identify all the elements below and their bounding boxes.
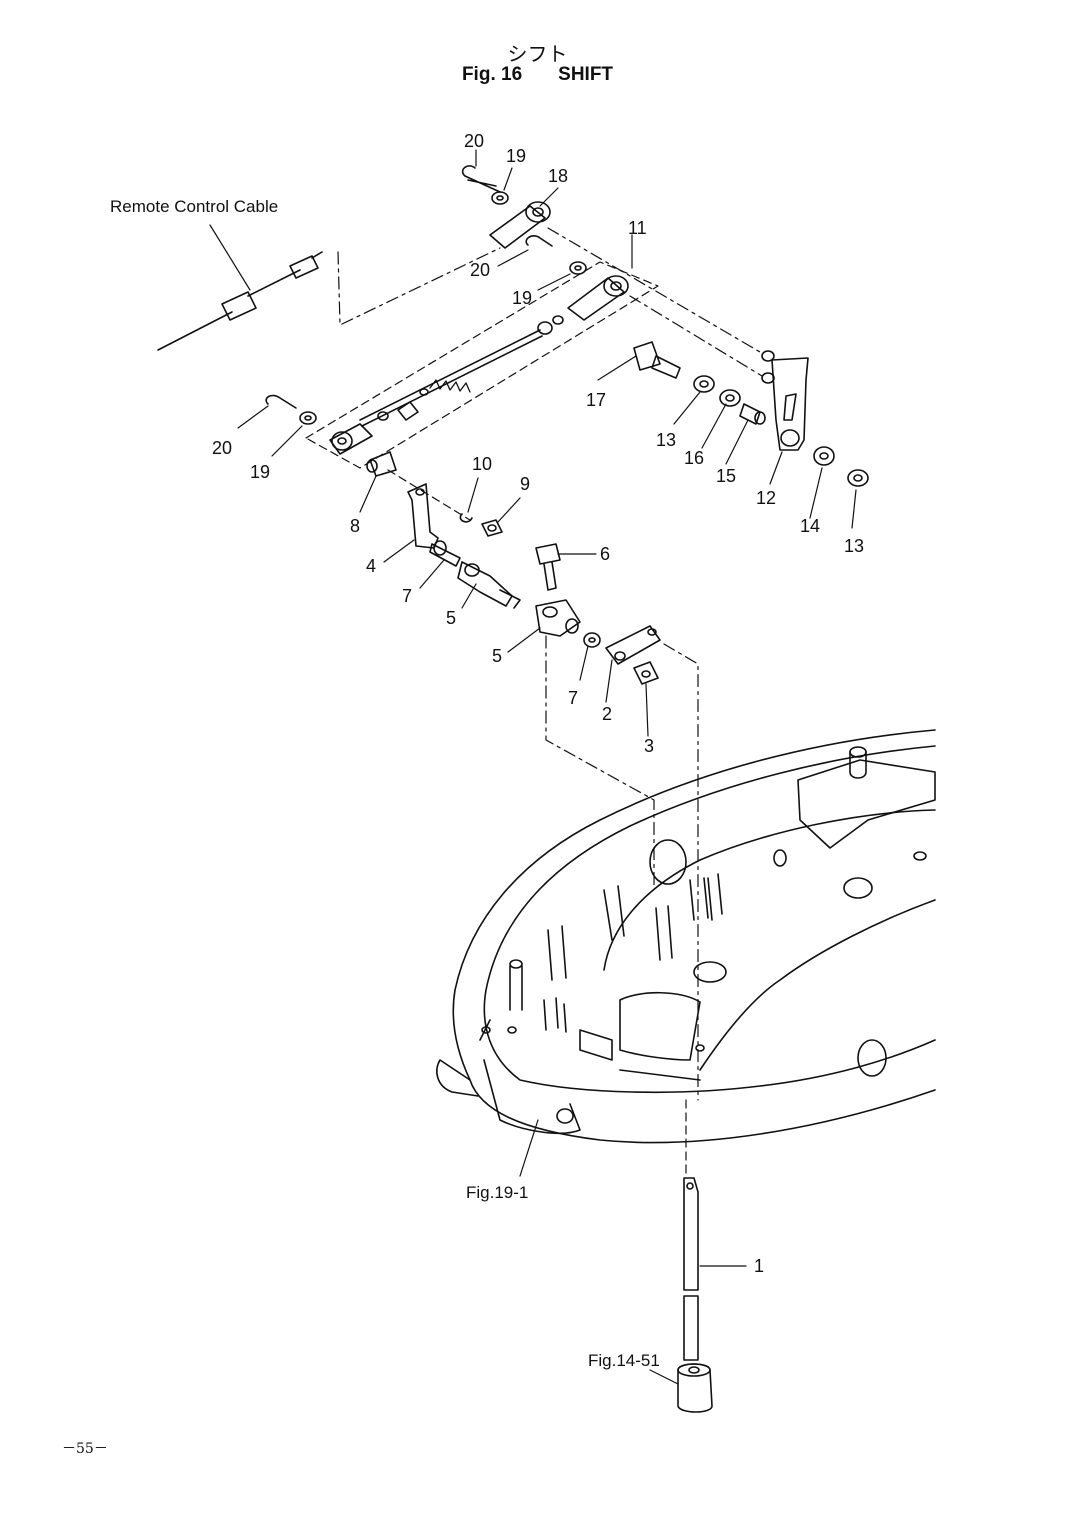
fig19-reference-label: Fig.19-1 — [466, 1183, 528, 1202]
part-number-4: 4 — [366, 556, 376, 576]
page-number: －55－ — [62, 1441, 108, 1457]
part-number-9: 9 — [520, 474, 530, 494]
phantom-line-lever-1 — [547, 227, 761, 353]
joint-5-lower — [535, 599, 581, 637]
rod-end-mid — [567, 275, 629, 321]
part-number-20-left: 20 — [212, 438, 232, 458]
rod-bushing — [377, 401, 419, 421]
part-number-8: 8 — [350, 516, 360, 536]
part-number-20-top: 20 — [464, 131, 484, 151]
washer-left — [299, 411, 317, 425]
phantom-line-joint-down — [545, 635, 655, 889]
part-number-11: 11 — [628, 218, 647, 238]
phantom-line-cable — [337, 247, 501, 326]
part-number-17: 17 — [586, 390, 606, 410]
threaded-rod — [359, 321, 553, 427]
part-number-12: 12 — [756, 488, 776, 508]
rod-washer — [419, 388, 429, 396]
part-number-18: 18 — [548, 166, 568, 186]
phantom-line-plate-down — [663, 643, 699, 1101]
collar-15 — [739, 403, 766, 425]
part-number-13-lower: 13 — [844, 536, 864, 556]
figure-title: SHIFT — [558, 64, 614, 85]
link-plate-2 — [605, 625, 661, 665]
part-number-20-mid: 20 — [470, 260, 490, 280]
bushing-14 — [813, 446, 835, 466]
remote-control-cable-label: Remote Control Cable — [110, 197, 278, 216]
part-number-13-upper: 13 — [656, 430, 676, 450]
part-number-7-lower: 7 — [568, 688, 578, 708]
rod-nut — [552, 315, 564, 325]
shift-rod — [683, 1177, 699, 1361]
rod-end-top — [489, 201, 551, 249]
part-number-6: 6 — [600, 544, 610, 564]
pin-8 — [366, 451, 397, 477]
nut-3 — [633, 661, 659, 685]
washer-16 — [719, 389, 741, 407]
washer-13-lower — [847, 469, 869, 487]
washer-7 — [583, 632, 601, 648]
phantom-line-lever-2 — [629, 295, 763, 377]
shaft-7 — [429, 540, 461, 567]
clip-mid — [525, 235, 553, 247]
part-number-19-top: 19 — [506, 146, 526, 166]
shift-lever — [761, 350, 809, 451]
fig14-reference-label: Fig.14-51 — [588, 1351, 660, 1370]
page-title: Fig. 16 SHIFT — [0, 64, 1075, 86]
part-number-10: 10 — [472, 454, 492, 474]
part-number-19-left: 19 — [250, 462, 270, 482]
figure-number: Fig. 16 — [461, 64, 523, 85]
part-number-5-lower: 5 — [492, 646, 502, 666]
bolt-6 — [535, 543, 561, 591]
part-number-16: 16 — [684, 448, 704, 468]
nut-9 — [481, 519, 503, 537]
page-title-japanese: シフト — [507, 42, 568, 66]
part-number-2: 2 — [602, 704, 612, 724]
lock-washer-10 — [459, 513, 473, 523]
clip-left — [265, 394, 297, 409]
part-number-15: 15 — [716, 466, 736, 486]
washer-13-upper — [693, 375, 715, 393]
remote-control-cable — [157, 251, 323, 351]
phantom-line-pin — [387, 469, 471, 521]
clip-top — [461, 165, 501, 193]
leader-lines — [209, 149, 857, 1385]
part-number-3: 3 — [644, 736, 654, 756]
part-number-5-upper: 5 — [446, 608, 456, 628]
bracket-4 — [407, 483, 439, 549]
part-number-1: 1 — [754, 1256, 764, 1276]
joint-5-upper — [457, 561, 521, 609]
bottom-cowling — [436, 729, 936, 1144]
shift-rod-coupler — [677, 1363, 713, 1413]
assembly-box-11 — [305, 261, 659, 469]
spring — [429, 379, 471, 393]
part-number-19-mid: 19 — [512, 288, 532, 308]
rod-end-left — [329, 423, 373, 455]
washer-mid — [569, 261, 587, 275]
part-number-7-upper: 7 — [402, 586, 412, 606]
bolt-17 — [633, 341, 681, 379]
washer-top — [491, 191, 509, 205]
part-number-14: 14 — [800, 516, 820, 536]
